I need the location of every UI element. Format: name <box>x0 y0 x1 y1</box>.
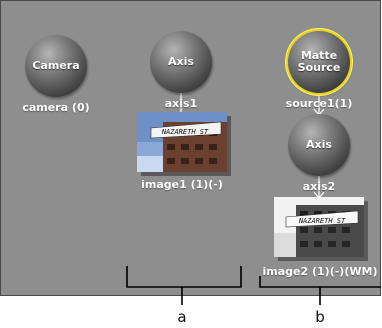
bracket-a <box>126 266 242 288</box>
image2-picture: NAZARETH ST <box>274 197 364 257</box>
source1-caption: source1(1) <box>285 97 353 110</box>
axis2-node[interactable]: Axis <box>288 114 350 176</box>
image2-street-sign: NAZARETH ST <box>298 217 346 225</box>
image1-street-sign: NAZARETH ST <box>161 128 209 136</box>
image1-caption: image1 (1)(-) <box>141 178 223 191</box>
axis2-caption: axis2 <box>302 180 336 193</box>
image1-thumbnail[interactable]: NAZARETH ST <box>137 112 227 172</box>
bracket-b <box>259 276 381 288</box>
camera-node-label: Camera <box>32 59 80 72</box>
axis1-node[interactable]: Axis <box>150 31 212 93</box>
matte-source-node-label: Matte Source <box>297 49 341 74</box>
image2-caption: image2 (1)(-)(WM) <box>262 265 378 278</box>
image2-thumbnail[interactable]: NAZARETH ST <box>274 197 364 257</box>
camera-node[interactable]: Camera <box>25 35 87 97</box>
camera-caption: camera (0) <box>22 101 90 114</box>
axis1-caption: axis1 <box>164 97 198 110</box>
callout-b: b <box>315 308 325 326</box>
axis1-node-label: Axis <box>168 55 194 68</box>
matte-source-node[interactable]: Matte Source <box>288 31 350 93</box>
axis2-node-label: Axis <box>306 138 332 151</box>
callout-a: a <box>177 308 187 326</box>
image1-picture: NAZARETH ST <box>137 112 227 172</box>
